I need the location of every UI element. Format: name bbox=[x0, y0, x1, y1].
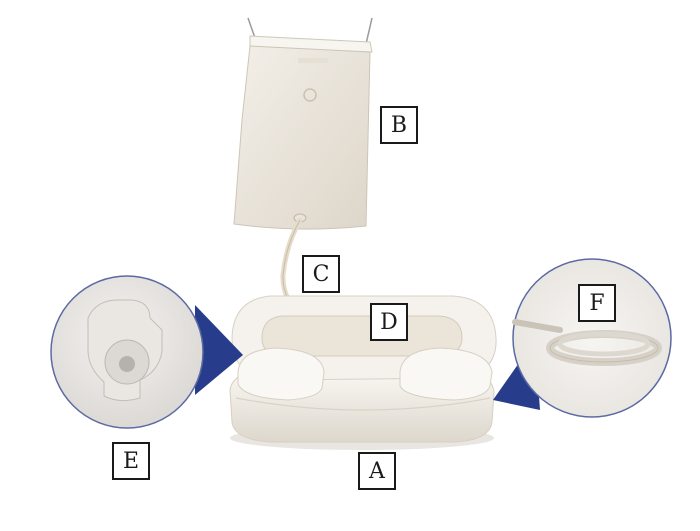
callout-f bbox=[493, 258, 672, 418]
label-e: E bbox=[112, 442, 150, 480]
callout-e bbox=[50, 275, 243, 429]
label-c: C bbox=[302, 255, 340, 293]
label-b: B bbox=[380, 106, 418, 144]
label-a: A bbox=[358, 452, 396, 490]
label-d: D bbox=[370, 303, 408, 341]
water-bag bbox=[233, 17, 373, 230]
inflatable-basin bbox=[229, 295, 497, 450]
label-f: F bbox=[578, 284, 616, 322]
